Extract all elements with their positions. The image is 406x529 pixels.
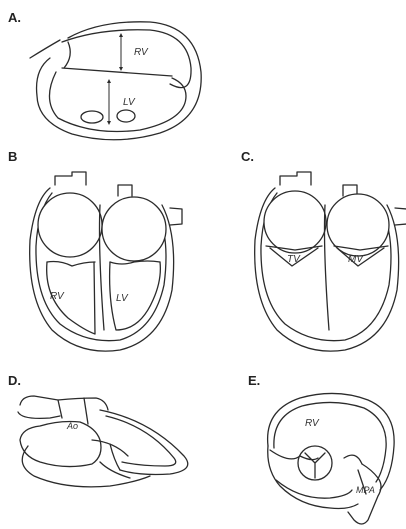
panel-c-letter: C. [241, 149, 254, 164]
panel-b-letter: B [8, 149, 17, 164]
panel-b-heart [30, 172, 182, 351]
panel-e-label-rv: RV [305, 418, 320, 429]
panel-d: D. Ao [8, 373, 188, 487]
panel-c-label-tv: TV [287, 254, 301, 265]
papillary-muscle-left [81, 111, 103, 123]
panel-b-label-rv: RV [50, 291, 65, 302]
papillary-muscle-right [117, 110, 135, 122]
panel-e-letter: E. [248, 373, 260, 388]
panel-e-label-mpa: MPA [356, 485, 375, 495]
panel-a: A. RV LV [8, 10, 201, 140]
panel-a-heart-section [30, 22, 201, 140]
panel-e: E. RV MPA [248, 373, 394, 524]
panel-a-letter: A. [8, 10, 21, 25]
panel-d-heart [18, 396, 188, 487]
panel-a-label-lv: LV [123, 97, 136, 108]
panel-d-letter: D. [8, 373, 21, 388]
panel-d-label-ao: Ao [66, 421, 78, 431]
panel-c-label-mv: MV [348, 254, 364, 265]
panel-e-heart [268, 393, 395, 524]
panel-a-label-rv: RV [134, 47, 149, 58]
panel-c: C. TV MV [241, 149, 406, 351]
panel-c-heart [255, 172, 406, 351]
panel-b-label-lv: LV [116, 293, 129, 304]
panel-b: B RV LV [8, 149, 182, 351]
